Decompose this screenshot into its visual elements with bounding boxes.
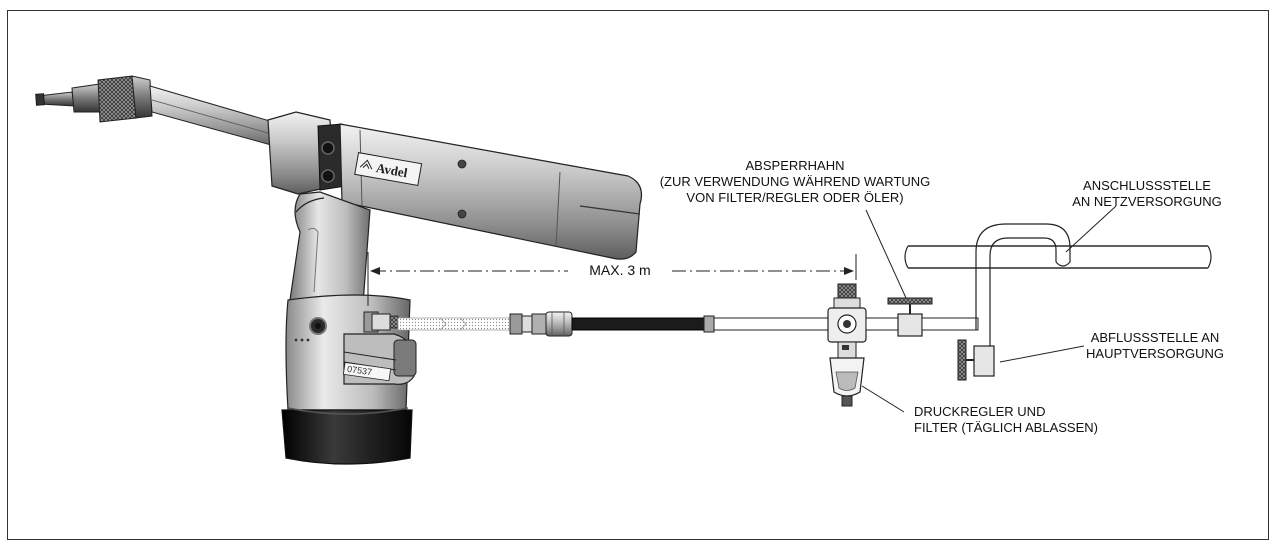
tool-serial: 07537 [347, 364, 373, 377]
diagram-frame [7, 10, 1269, 540]
label-regulator-filter-line1: DRUCKREGLER UND [914, 404, 1046, 419]
shut-off-valve [887, 297, 979, 337]
label-regulator-filter: DRUCKREGLER UND FILTER (TÄGLICH ABLASSEN… [900, 404, 1130, 436]
label-main-drain-line1: ABFLUSSSTELLE AN [1090, 330, 1220, 345]
supply-main [904, 223, 1212, 381]
label-shutoff-valve-line2: (ZUR VERWENDUNG WÄHREND WARTUNG [659, 174, 931, 189]
label-shutoff-valve: ABSPERRHAHN (ZUR VERWENDUNG WÄHREND WART… [640, 158, 950, 206]
tool-grip [289, 191, 371, 319]
label-main-drain-line2: HAUPTVERSORGUNG [1086, 346, 1224, 361]
tool-brand: Avdel [375, 160, 409, 180]
label-main-drain: ABFLUSSSTELLE AN HAUPTVERSORGUNG [1080, 330, 1230, 362]
riveting-tool: Avdel 07537 [35, 75, 643, 465]
tool-nose [35, 75, 283, 149]
leader-lines [861, 205, 1117, 413]
label-supply-connection-line1: ANSCHLUSSSTELLE [1083, 178, 1211, 193]
dimension-line [367, 252, 857, 306]
air-hose [397, 311, 831, 337]
label-supply-connection-line2: AN NETZVERSORGUNG [1072, 194, 1222, 209]
dimension-label: MAX. 3 m [589, 262, 651, 278]
label-regulator-filter-line2: FILTER (TÄGLICH ABLASSEN) [914, 420, 1098, 435]
tool-head [267, 111, 347, 195]
serial-plate: 07537 [342, 361, 392, 382]
label-shutoff-valve-line3: VON FILTER/REGLER ODER ÖLER) [686, 190, 904, 205]
brand-plate: Avdel [354, 152, 423, 186]
label-shutoff-valve-line1: ABSPERRHAHN [745, 158, 845, 173]
label-supply-connection: ANSCHLUSSSTELLE AN NETZVERSORGUNG [1062, 178, 1232, 210]
tool-body: Avdel [339, 123, 643, 260]
tool-base: 07537 [281, 294, 417, 465]
